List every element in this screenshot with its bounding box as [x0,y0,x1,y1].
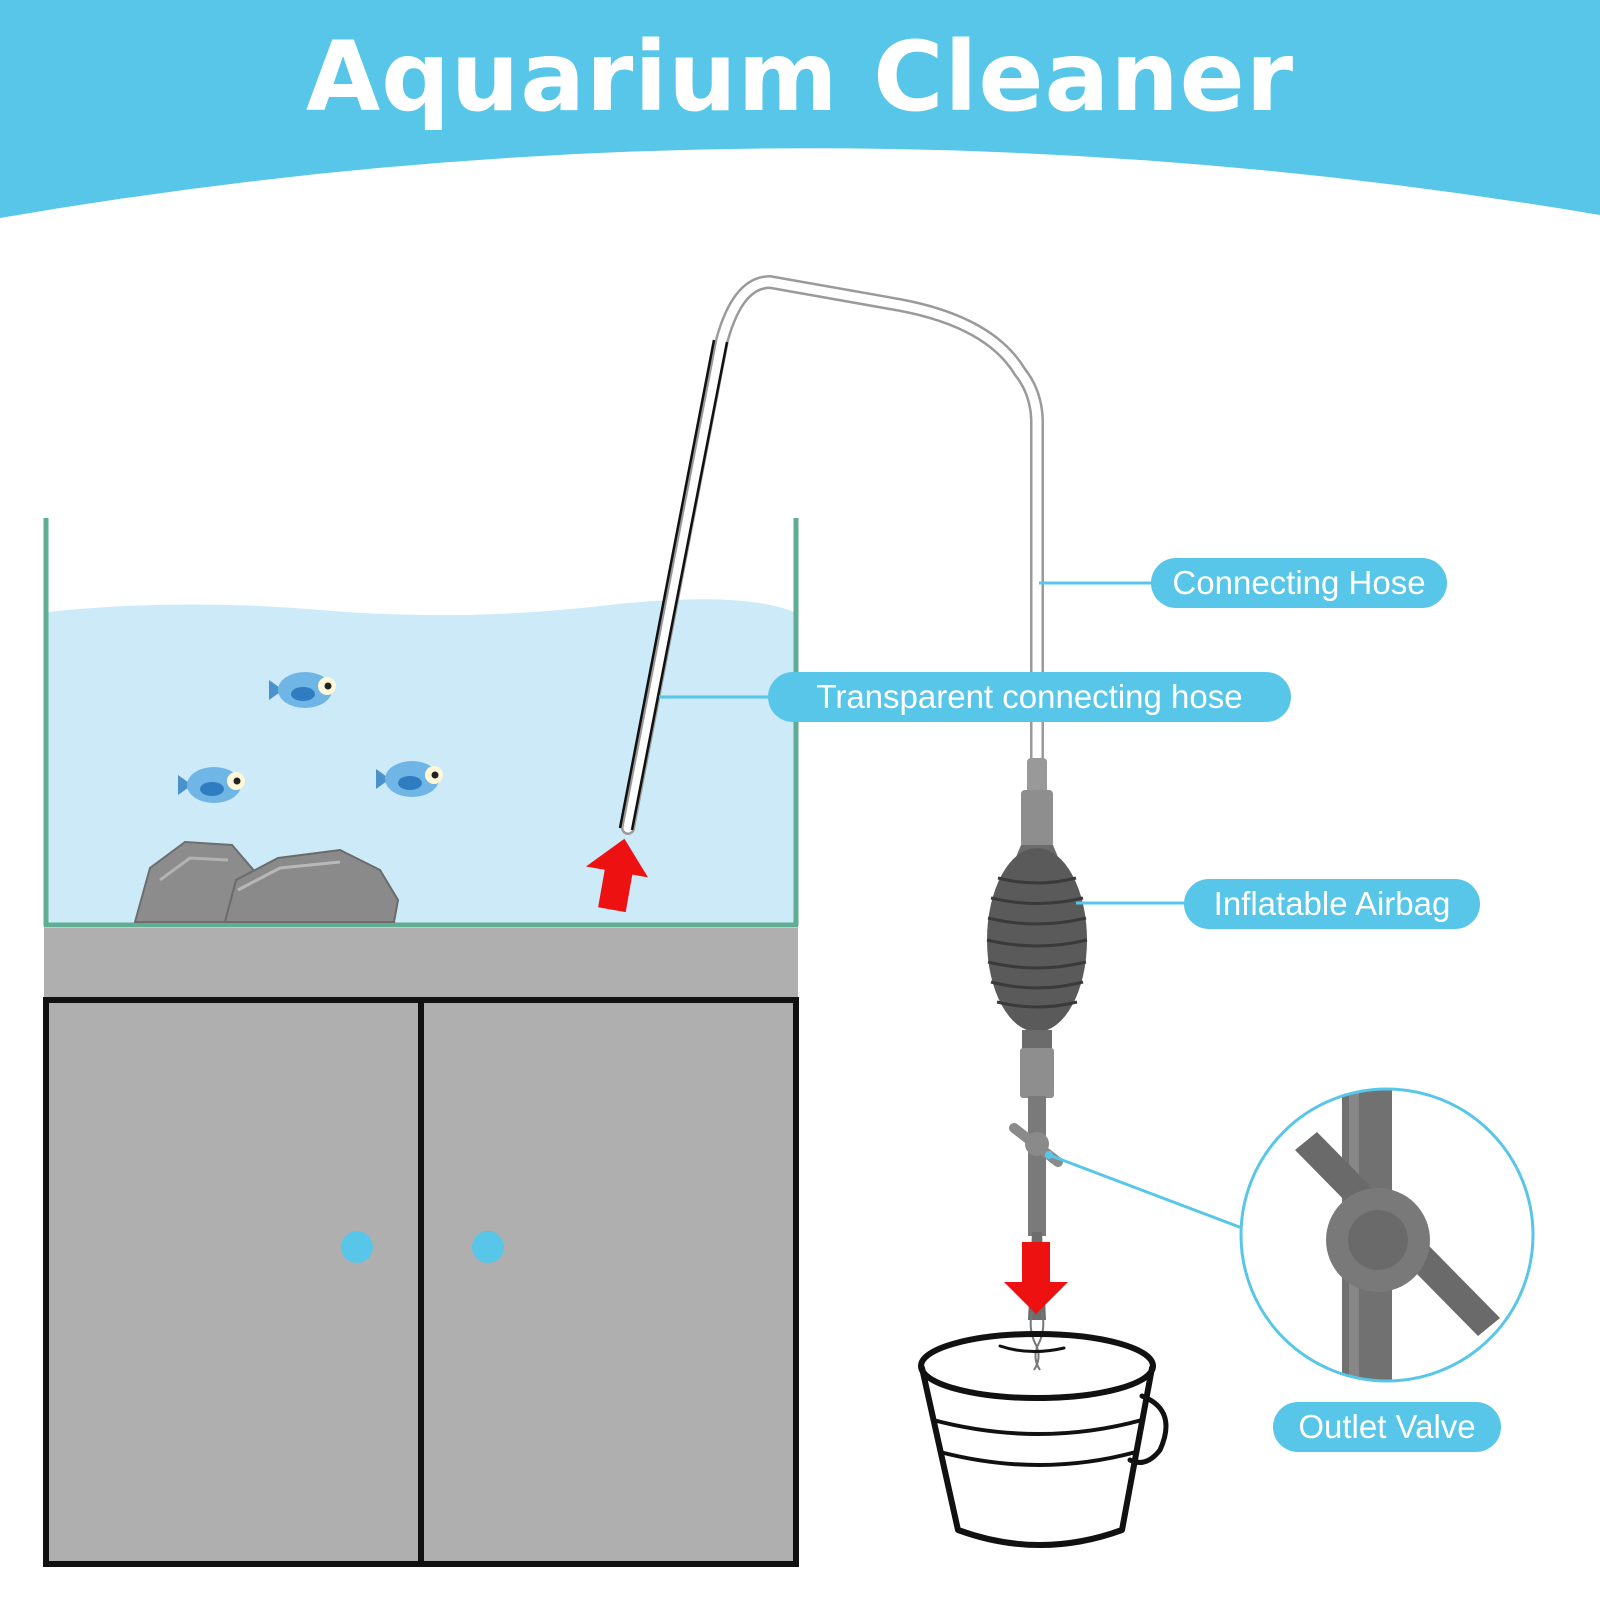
outlet-valve-zoom [1239,1087,1535,1383]
callout-connecting-hose: Connecting Hose [1151,558,1447,608]
left-door-knob [341,1231,373,1263]
transparent-hose [618,275,1044,835]
tank-frame [43,518,799,928]
rocks [133,840,400,923]
fish-icon [178,767,245,803]
callout-transparent-hose: Transparent connecting hose [768,672,1291,722]
cabinet-top [44,928,798,1000]
bucket-icon [918,1331,1169,1548]
header-banner [0,0,1600,218]
red-down-arrow-icon [1004,1242,1068,1314]
fish-icon [269,672,336,708]
page-title: Aquarium Cleaner [305,21,1295,133]
callout-inflatable-airbag: Inflatable Airbag [1184,879,1480,929]
fish-icon [376,761,443,797]
valve-pointer-dot [1045,1151,1053,1159]
red-up-arrow-icon [586,838,649,913]
water-stream [1029,1311,1045,1371]
pump-assembly [986,758,1088,1320]
leader-outlet-valve [1048,1153,1243,1230]
callout-outlet-valve: Outlet Valve [1273,1402,1501,1452]
right-door-knob [472,1231,504,1263]
